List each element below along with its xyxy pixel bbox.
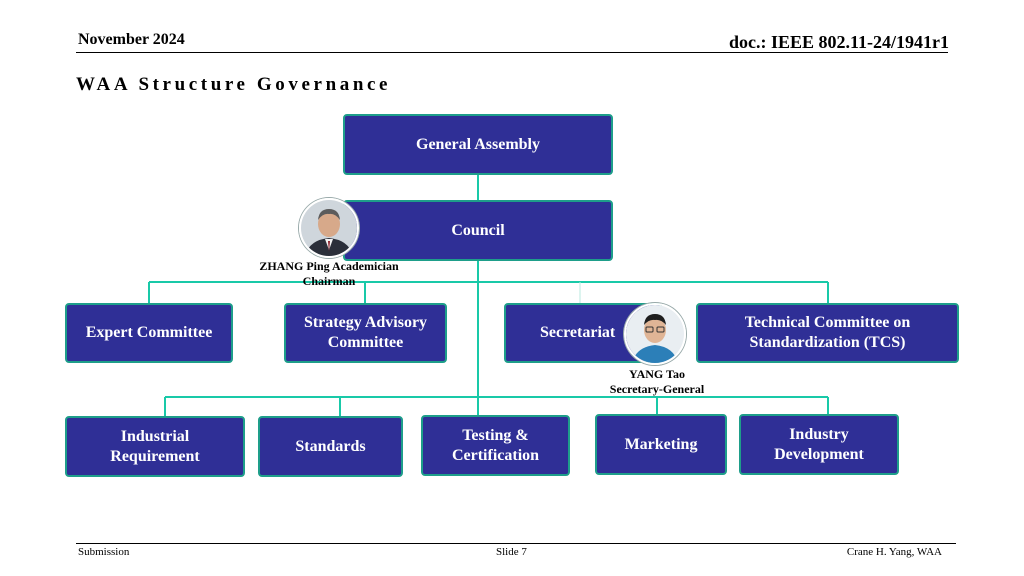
general-assembly-box: General Assembly [343,114,613,175]
industrial-label-line-1: Industrial [120,427,190,445]
industry-label-line-1: Industry [789,425,849,443]
footer-slide-number: Slide 7 [496,546,527,558]
industry-label-line-2: Development [774,445,864,463]
tcs-label-line-2: Standardization (TCS) [749,334,906,351]
chairman-portrait-icon [301,200,357,256]
chairman-caption: ZHANG Ping Academician Chairman [230,259,428,289]
header-doc-id: doc.: IEEE 802.11-24/1941r1 [728,32,949,52]
header-date: November 2024 [78,31,185,48]
testing-label-line-2: Certification [451,446,540,464]
standards-label: Standards [295,437,366,455]
council-box: Council [343,200,613,261]
strategy-label-line-2: Committee [327,334,404,351]
strategy-label-line-1: Strategy Advisory [303,314,428,331]
marketing-label: Marketing [624,435,698,453]
footer-submission: Submission [78,546,130,558]
secretary-role: Secretary-General [609,382,705,396]
secretary-portrait-icon [626,305,684,363]
industrial-label-line-2: Requirement [110,447,200,465]
tcs-label-line-1: Technical Committee on [744,314,911,331]
chairman-role: Chairman [302,274,356,288]
secretary-caption: YANG Tao Secretary-General [582,367,732,397]
industry-development-box: Industry Development [739,414,899,475]
council-label: Council [451,221,505,239]
testing-certification-box: Testing & Certification [421,415,570,476]
strategy-advisory-committee-box: Strategy Advisory Committee [284,303,447,363]
chairman-name: ZHANG Ping Academician [259,259,399,273]
footer-divider [76,543,956,544]
general-assembly-label: General Assembly [416,135,540,153]
technical-committee-box: Technical Committee on Standardization (… [696,303,959,363]
marketing-box: Marketing [595,414,727,475]
testing-label-line-1: Testing & [462,426,529,444]
chairman-avatar [299,198,359,258]
header-divider [76,52,948,53]
secretary-name: YANG Tao [629,367,685,381]
expert-committee-label: Expert Committee [85,324,213,341]
secretariat-label: Secretariat [540,324,616,341]
standards-box: Standards [258,416,403,477]
footer-author: Crane H. Yang, WAA [846,546,942,558]
secretary-general-avatar [624,303,686,365]
slide-title: WAA Structure Governance [76,74,392,95]
industrial-requirement-box: Industrial Requirement [65,416,245,477]
expert-committee-box: Expert Committee [65,303,233,363]
